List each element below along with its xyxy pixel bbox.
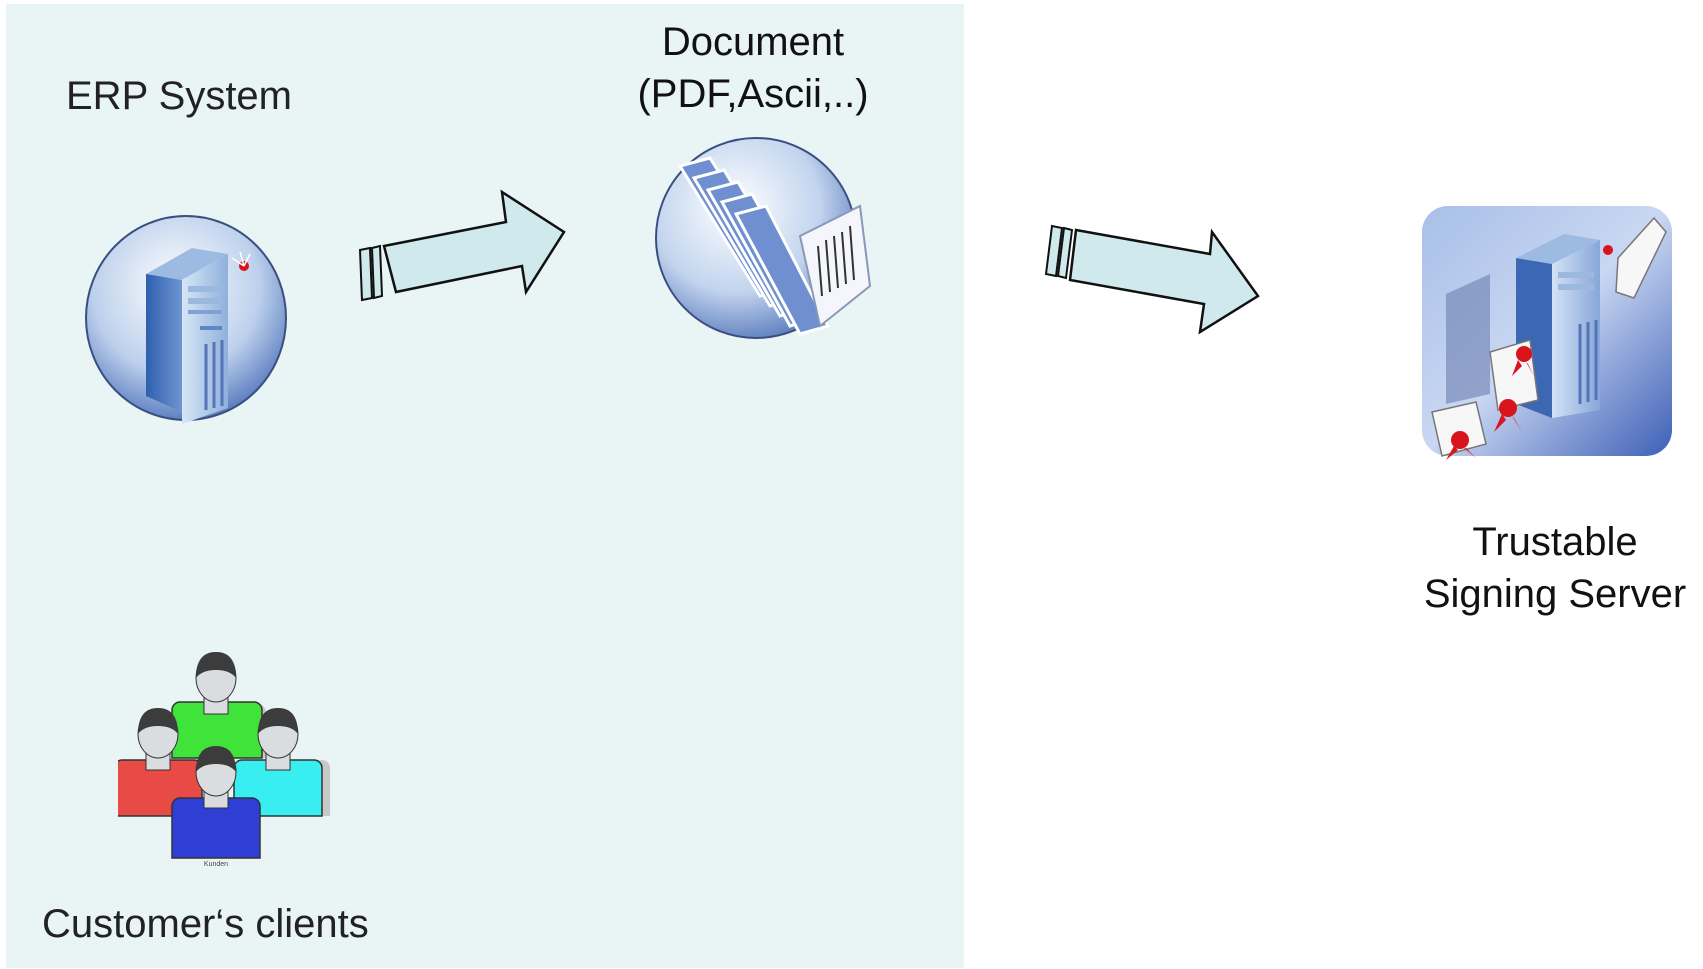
signing-server-label: Trustable Signing Server <box>1400 516 1703 620</box>
signing-server-label-line2: Signing Server <box>1423 572 1687 616</box>
document-folder-icon <box>650 136 880 342</box>
clients-label: Customer‘s clients <box>42 902 369 946</box>
users-group-icon: Kunden <box>113 652 330 870</box>
signing-server-icon <box>1420 204 1674 462</box>
signing-server-label-line1: Trustable <box>1472 520 1638 564</box>
document-label-line1: Document <box>661 20 845 64</box>
arrow-erp-to-document <box>356 186 576 306</box>
arrow-document-to-signer <box>1044 220 1266 340</box>
erp-system-label: ERP System <box>66 74 292 118</box>
server-icon <box>82 214 292 424</box>
document-label-line2: (PDF,Ascii,..) <box>637 72 869 116</box>
document-label: Document (PDF,Ascii,..) <box>600 16 906 120</box>
clients-caption: Kunden <box>204 861 228 868</box>
